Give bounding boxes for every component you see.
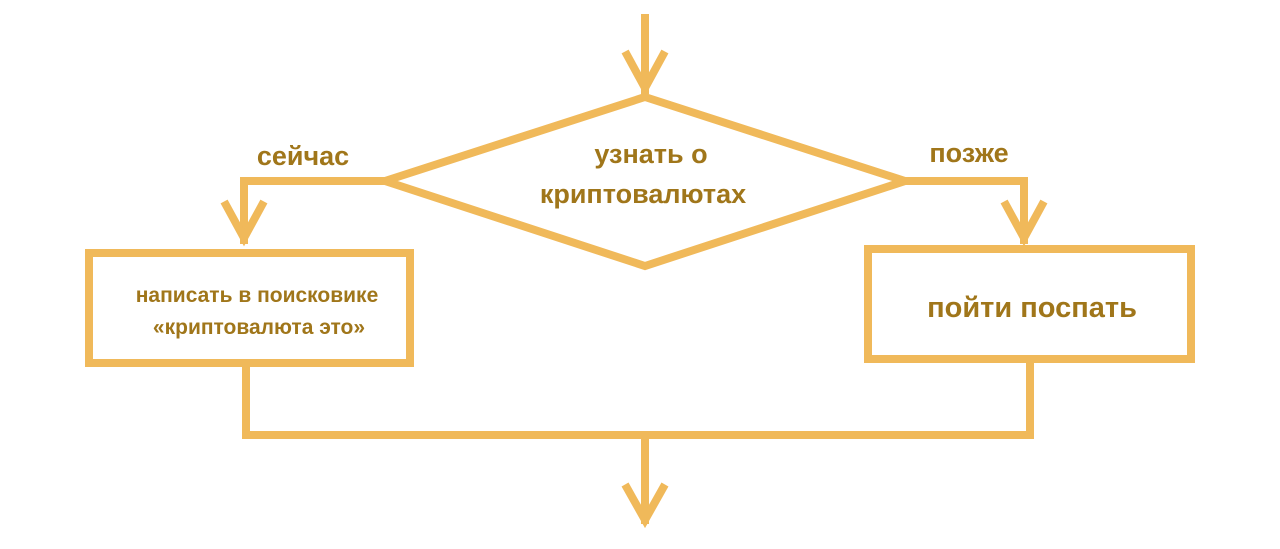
action-left-line1: написать в поисковике	[136, 284, 379, 307]
entry-arrowhead	[621, 49, 669, 97]
decision-diamond	[372, 92, 918, 271]
action-right-text: пойти поспать	[927, 292, 1137, 324]
decision-text-line1: узнать о	[594, 139, 707, 169]
left-branch-connector	[240, 177, 389, 244]
merge-connector	[242, 355, 1034, 439]
exit-arrowhead	[621, 482, 669, 529]
left-branch-arrowhead	[220, 199, 268, 247]
action-box-left	[85, 249, 414, 367]
branch-label-later: позже	[929, 138, 1008, 168]
right-branch-connector	[901, 177, 1028, 244]
action-left-line2: «криптовалюта это»	[153, 316, 365, 339]
decision-text-line2: криптовалютах	[540, 179, 746, 209]
right-branch-arrowhead	[1000, 199, 1048, 247]
branch-label-now: сейчас	[257, 141, 349, 171]
